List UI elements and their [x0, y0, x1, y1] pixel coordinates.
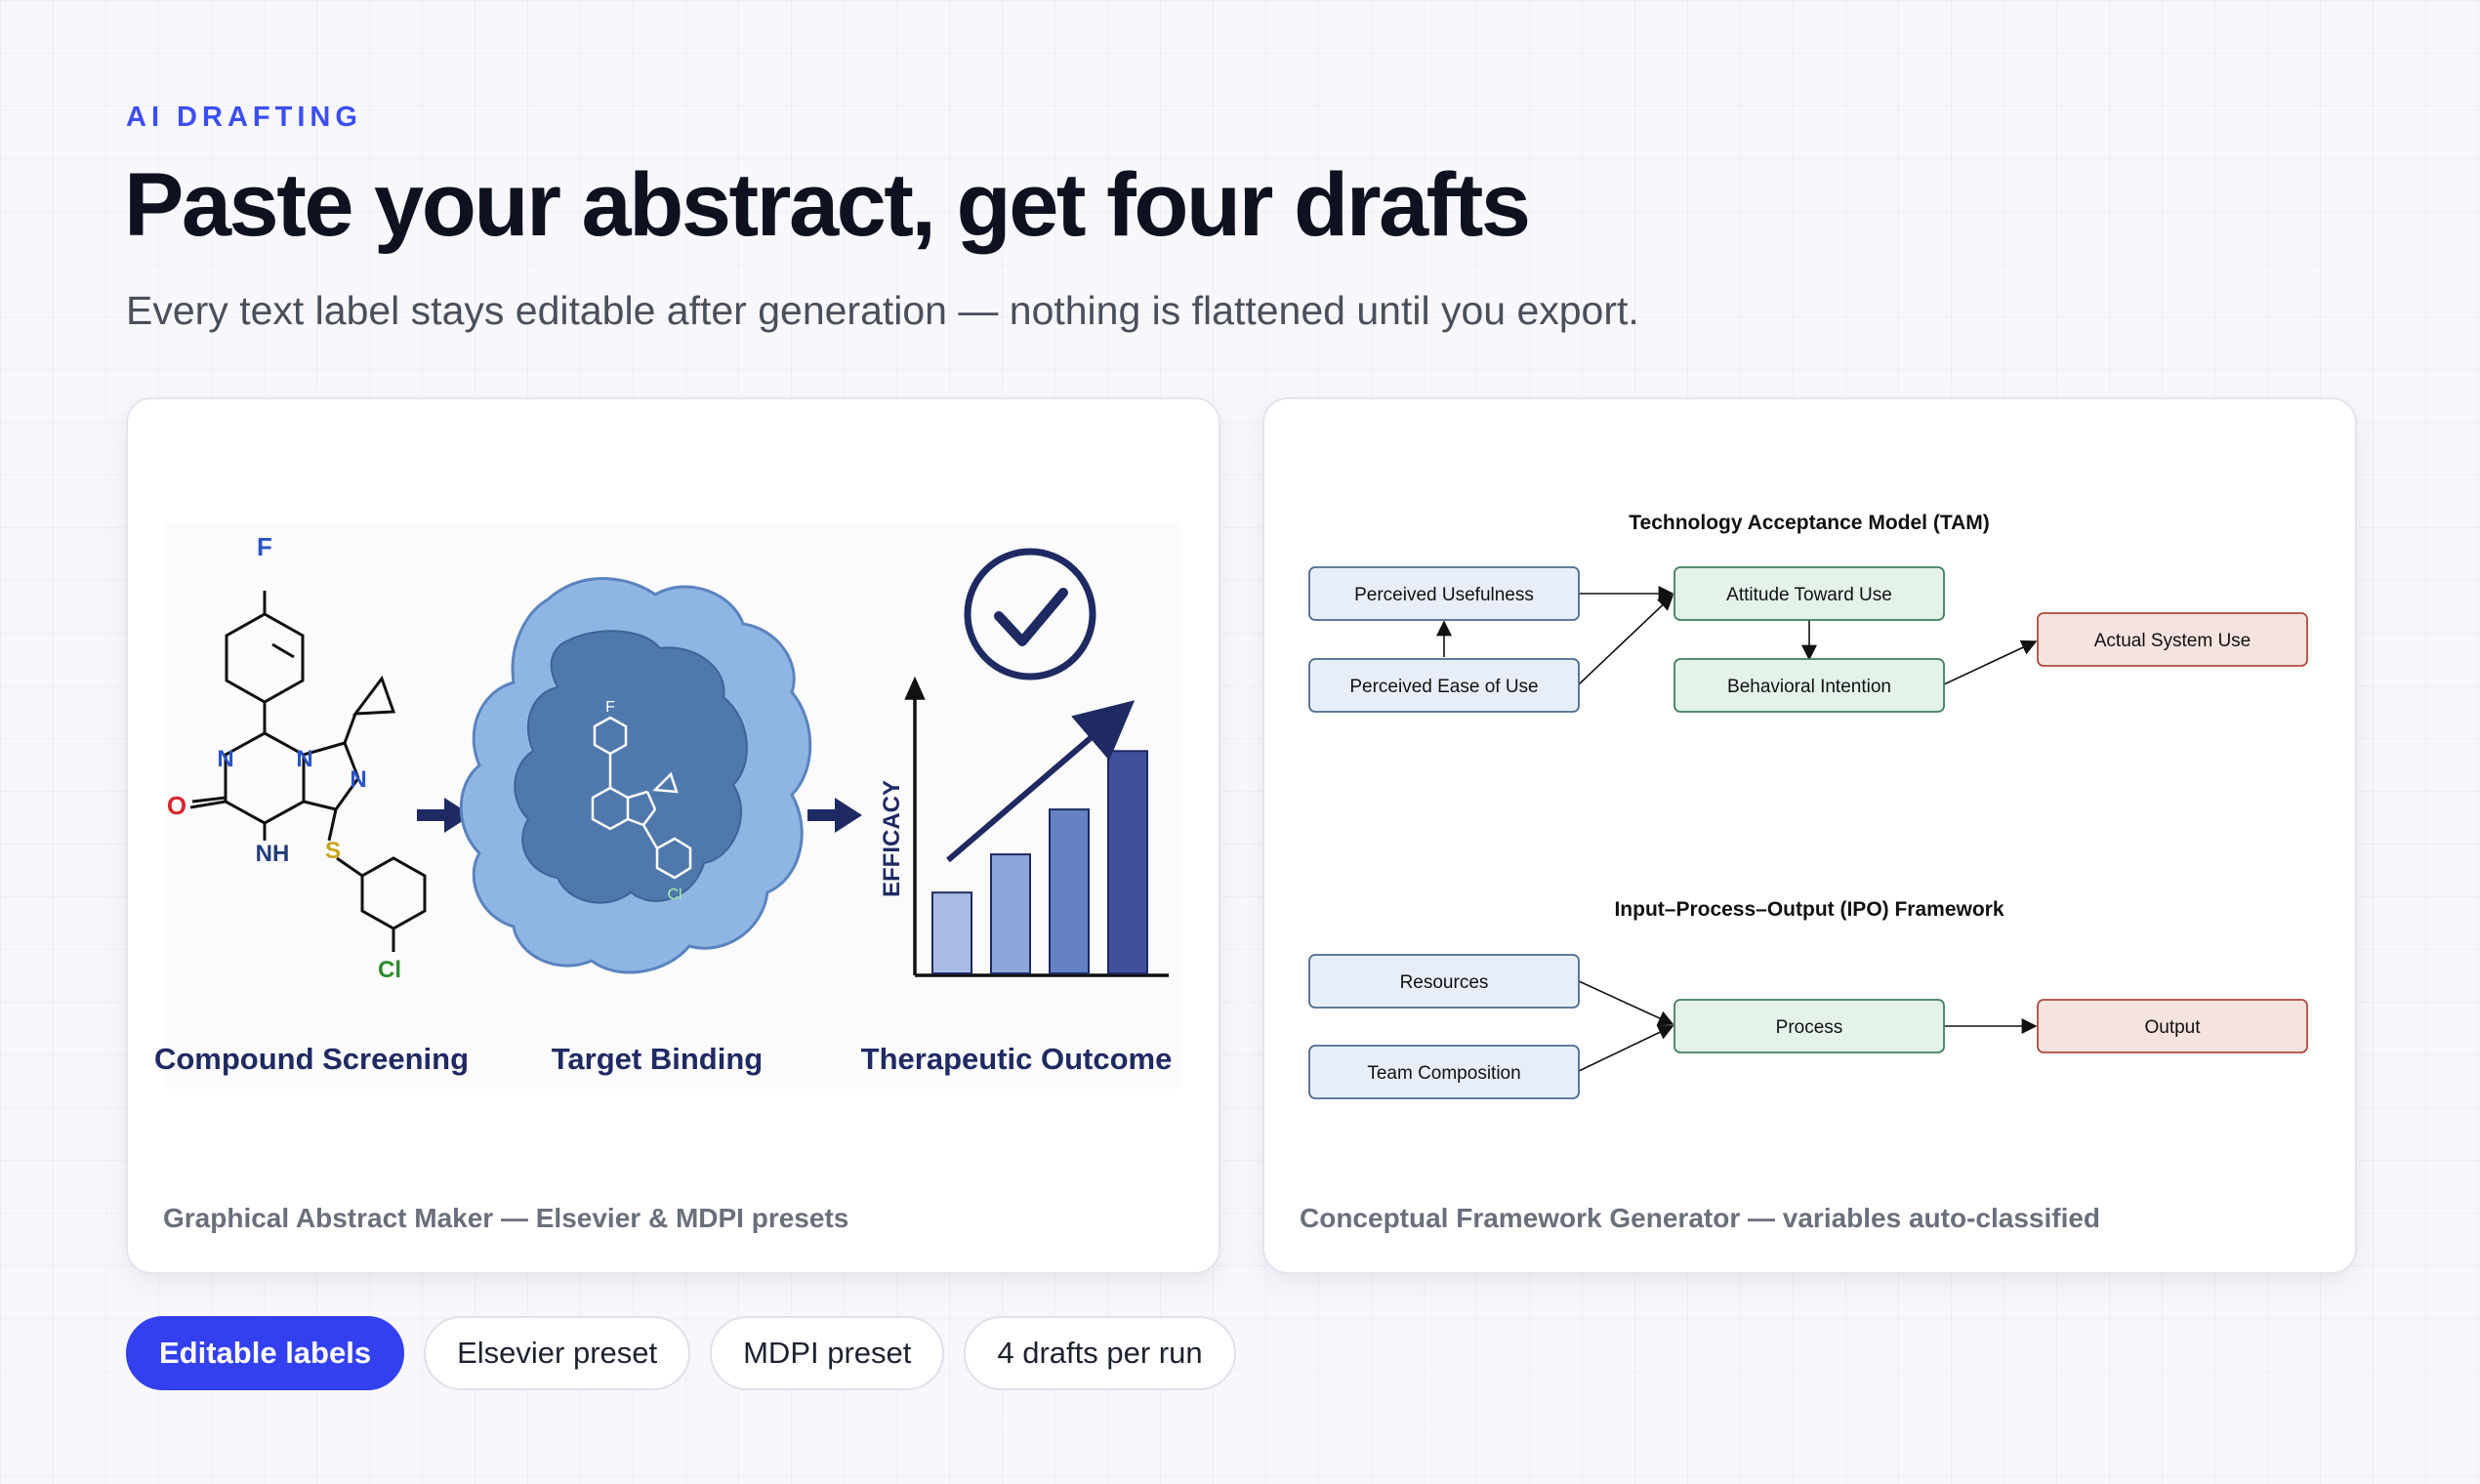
conceptual-framework-card[interactable]: Technology Acceptance Model (TAM) Percei… [1262, 397, 2357, 1274]
node-perceived-ease-of-use[interactable]: Perceived Ease of Use [1308, 658, 1580, 713]
node-process[interactable]: Process [1674, 999, 1945, 1053]
chip-editable-labels[interactable]: Editable labels [126, 1316, 405, 1390]
eyebrow-label: AI DRAFTING [126, 102, 362, 133]
compound-molecule-icon [189, 591, 427, 952]
chip-elsevier-preset[interactable]: Elsevier preset [424, 1316, 691, 1390]
stage-label-therapeutic-outcome: Therapeutic Outcome [861, 1042, 1173, 1076]
card-caption: Conceptual Framework Generator — variabl… [1300, 1203, 2101, 1233]
svg-text:Resources: Resources [1400, 972, 1489, 993]
node-actual-system-use[interactable]: Actual System Use [2037, 612, 2308, 667]
atom-cl-label: Cl [378, 957, 401, 983]
svg-text:Behavioral Intention: Behavioral Intention [1727, 677, 1891, 697]
atom-nh-label: NH [256, 841, 290, 867]
efficacy-bar [931, 891, 972, 975]
check-circle-icon [964, 548, 1096, 680]
tam-title: Technology Acceptance Model (TAM) [1629, 512, 1989, 534]
card-caption: Graphical Abstract Maker — Elsevier & MD… [163, 1203, 849, 1233]
svg-text:Team Composition: Team Composition [1367, 1063, 1520, 1084]
page-subtitle: Every text label stays editable after ge… [126, 288, 1639, 333]
atom-s-label: S [325, 838, 341, 864]
efficacy-bar [990, 853, 1031, 975]
node-team-composition[interactable]: Team Composition [1308, 1045, 1580, 1099]
stage-label-compound-screening: Compound Screening [154, 1042, 469, 1076]
chip-drafts-per-run[interactable]: 4 drafts per run [964, 1316, 1236, 1390]
conceptual-framework-diagram: Technology Acceptance Model (TAM) Percei… [1308, 512, 2308, 1099]
page-title: Paste your abstract, get four drafts [124, 155, 1531, 255]
protein-binding-icon: F Cl [459, 577, 812, 974]
ipo-edges [1578, 980, 2038, 1072]
svg-text:Output: Output [2144, 1017, 2201, 1038]
node-behavioral-intention[interactable]: Behavioral Intention [1674, 658, 1945, 713]
atom-n-label: N [296, 746, 312, 772]
atom-f-label: F [257, 532, 272, 561]
chip-mdpi-preset[interactable]: MDPI preset [710, 1316, 945, 1390]
svg-text:F: F [605, 699, 615, 716]
efficacy-axis-label: EFFICACY [879, 780, 905, 897]
svg-text:Cl: Cl [667, 886, 682, 903]
graphical-abstract-illustration: F N N N O NH S Cl [154, 522, 1180, 1089]
svg-text:Attitude Toward Use: Attitude Toward Use [1726, 585, 1892, 605]
right-arrow-icon [417, 798, 472, 833]
node-resources[interactable]: Resources [1308, 954, 1580, 1009]
atom-n-label: N [217, 746, 233, 772]
svg-text:Process: Process [1776, 1017, 1843, 1038]
ipo-title: Input–Process–Output (IPO) Framework [1614, 898, 2004, 921]
node-perceived-usefulness[interactable]: Perceived Usefulness [1308, 566, 1580, 621]
trend-arrow-icon [946, 700, 1136, 863]
stage-label-target-binding: Target Binding [552, 1042, 763, 1076]
efficacy-bar [1049, 808, 1090, 974]
graphical-abstract-card[interactable]: F N N N O NH S Cl [126, 397, 1220, 1274]
svg-text:Perceived Ease of Use: Perceived Ease of Use [1349, 677, 1538, 697]
right-arrow-icon [807, 798, 862, 833]
efficacy-chart-axes [904, 676, 1169, 977]
svg-text:Actual System Use: Actual System Use [2094, 631, 2252, 651]
efficacy-bars [931, 750, 1148, 975]
feature-chips: Editable labels Elsevier preset MDPI pre… [126, 1316, 1236, 1390]
atom-n-label: N [350, 766, 366, 793]
efficacy-bar [1107, 750, 1148, 974]
node-output[interactable]: Output [2037, 999, 2308, 1053]
tam-edges [1436, 586, 2038, 685]
node-attitude-toward-use[interactable]: Attitude Toward Use [1674, 566, 1945, 621]
atom-o-label: O [167, 791, 186, 820]
svg-text:Perceived Usefulness: Perceived Usefulness [1354, 585, 1534, 605]
